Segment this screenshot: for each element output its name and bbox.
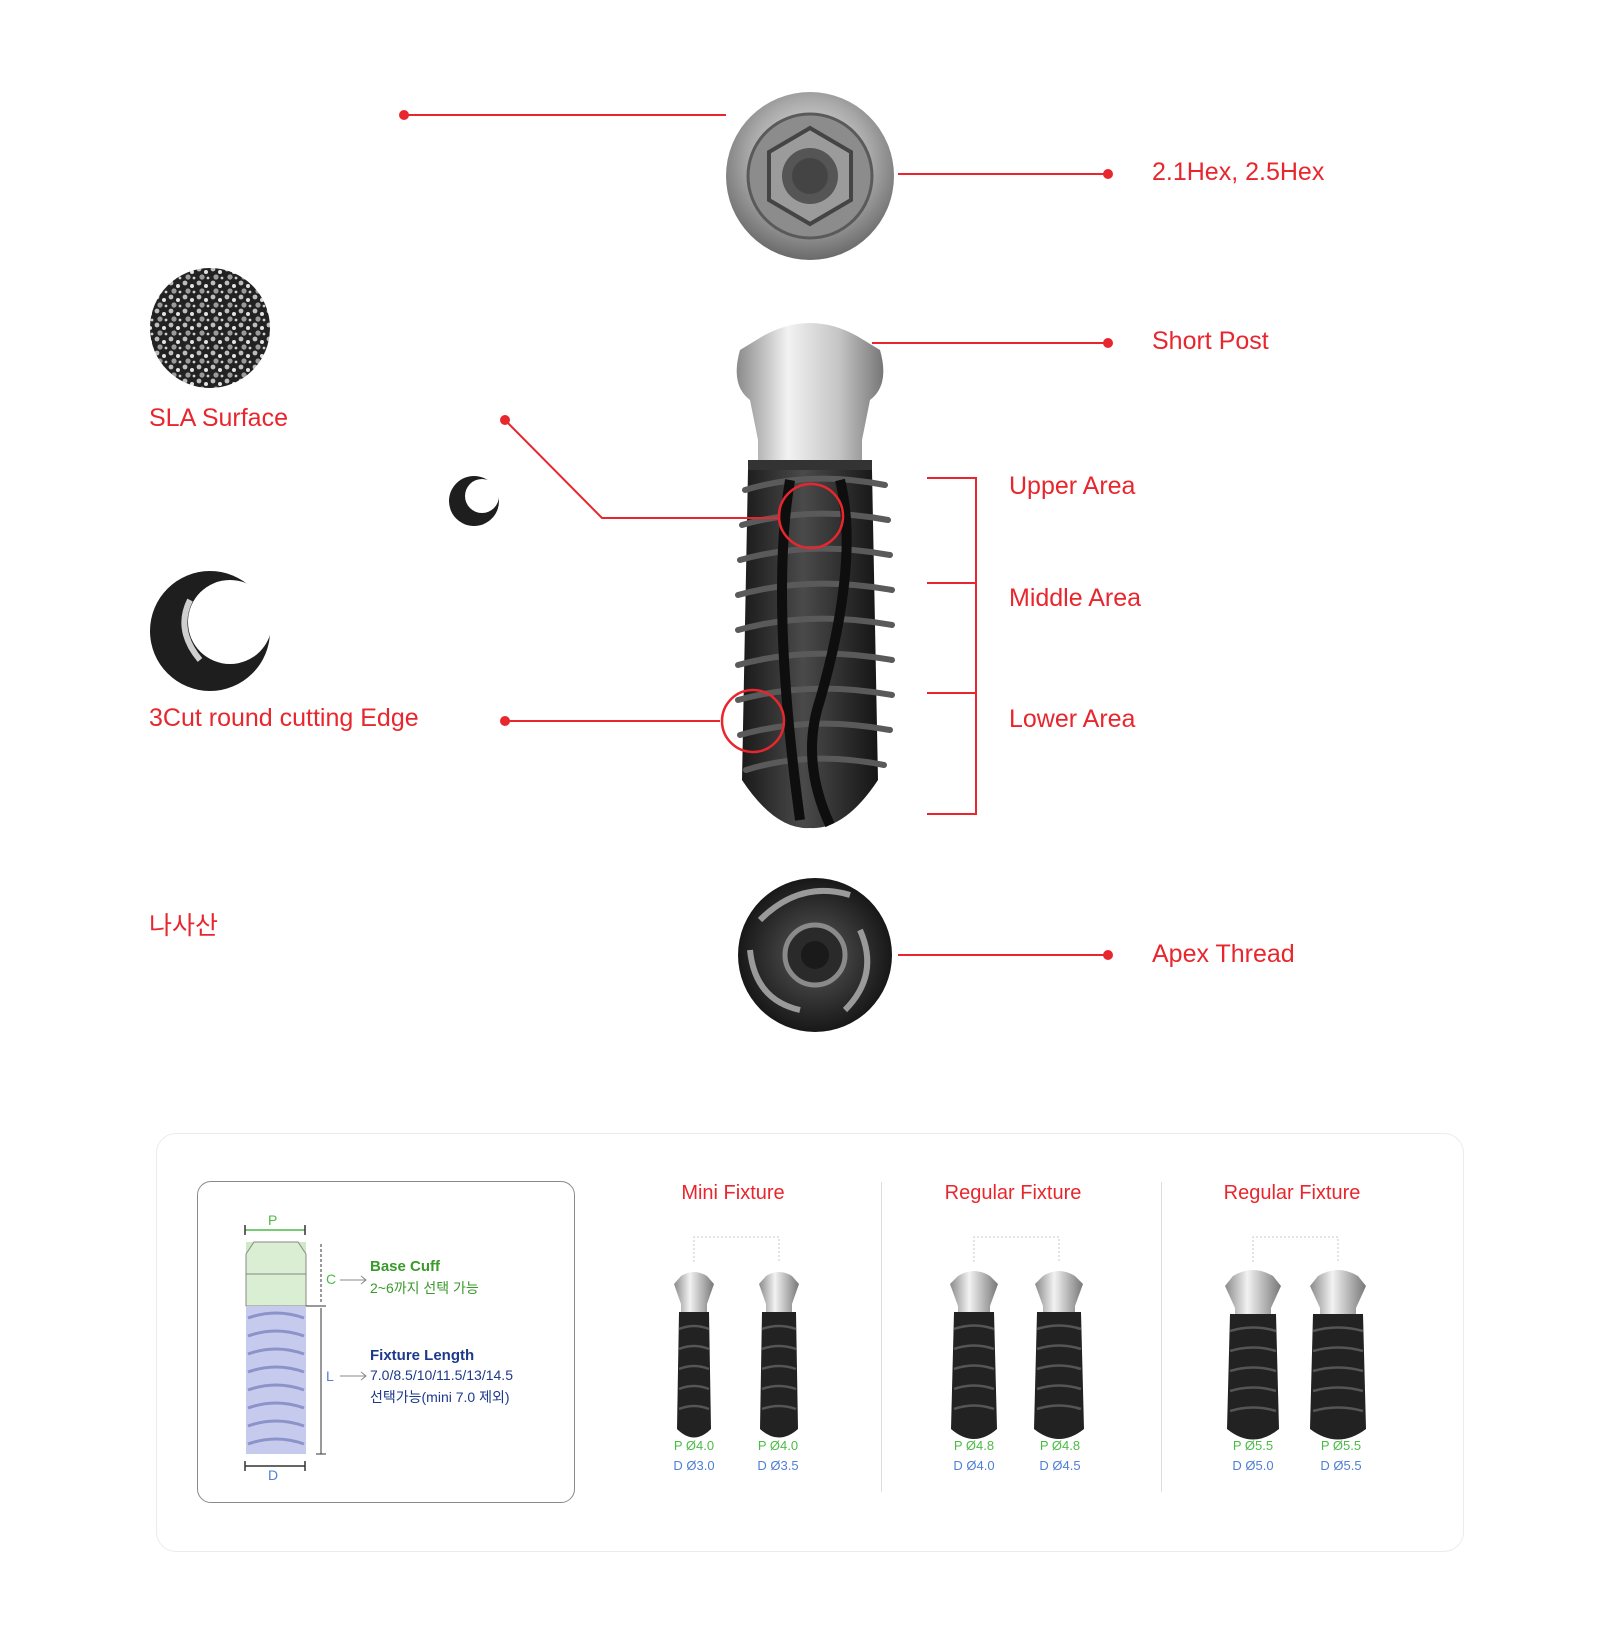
c-dim-label: C: [326, 1271, 337, 1287]
fixture-mini-2: [759, 1272, 799, 1438]
fixture-regular-2: [1034, 1271, 1084, 1439]
middle-area-label: Middle Area: [1009, 584, 1142, 612]
implant-side-view: [735, 323, 895, 829]
platform-diameter: P Ø4.0: [673, 1438, 715, 1453]
group-divider: [881, 1182, 882, 1492]
platform-diameter: P Ø4.0: [757, 1438, 799, 1453]
d-dim-label: D: [268, 1467, 279, 1483]
hex-label: 2.1Hex, 2.5Hex: [1152, 158, 1325, 186]
body-diameter: D Ø3.0: [673, 1458, 715, 1473]
body-diameter: D Ø5.5: [1320, 1458, 1362, 1473]
fixture-mini-1: [674, 1272, 714, 1438]
fixture-regular-1: [950, 1271, 998, 1439]
cutting-edge-small-icon: [449, 476, 499, 526]
group-title-regular-1: Regular Fixture: [944, 1182, 1082, 1204]
sla-surface-image: [150, 268, 270, 388]
body-diameter: D Ø4.5: [1039, 1458, 1081, 1473]
apex-thread-label: Apex Thread: [1152, 940, 1295, 968]
platform-diameter: P Ø5.5: [1232, 1438, 1274, 1453]
fixture-thumbnails: [674, 1236, 1366, 1440]
spec-box: P C L D Base Cuff 2~6까지 선택 가능 Fixture Le…: [197, 1181, 575, 1503]
spec-drawing: [244, 1225, 367, 1471]
fixture-panel: P C L D Base Cuff 2~6까지 선택 가능 Fixture Le…: [156, 1133, 1464, 1552]
base-cuff-desc: 2~6까지 선택 가능: [370, 1280, 479, 1296]
base-cuff-title: Base Cuff: [370, 1258, 441, 1275]
callout-lines: [404, 114, 1108, 956]
l-dim-label: L: [326, 1368, 334, 1384]
fixture-length-title: Fixture Length: [370, 1347, 475, 1364]
body-diameter: D Ø5.0: [1232, 1458, 1274, 1473]
size-label: P Ø4.0 D Ø3.5: [743, 1436, 813, 1476]
platform-diameter: P Ø4.8: [1039, 1438, 1081, 1453]
body-diameter: D Ø4.0: [953, 1458, 995, 1473]
cutting-edge-large-icon: [150, 571, 272, 691]
sla-surface-label: SLA Surface: [149, 404, 288, 432]
size-label: P Ø4.8 D Ø4.5: [1025, 1436, 1095, 1476]
size-label: P Ø5.5 D Ø5.0: [1218, 1436, 1288, 1476]
size-label: P Ø4.0 D Ø3.0: [659, 1436, 729, 1476]
apex-bottom-view: [738, 878, 892, 1032]
callout-dots: [399, 110, 1113, 960]
upper-area-label: Upper Area: [1009, 472, 1136, 500]
fixture-large-1: [1225, 1270, 1281, 1440]
implant-diagram: [150, 92, 1113, 1032]
fixture-large-2: [1310, 1270, 1366, 1440]
cutting-edge-label: 3Cut round cutting Edge: [149, 704, 419, 732]
thread-kr-label: 나사산: [149, 912, 219, 940]
size-label: P Ø4.8 D Ø4.0: [939, 1436, 1009, 1476]
body-diameter: D Ø3.5: [757, 1458, 799, 1473]
hex-top-view: [726, 92, 894, 260]
p-dim-label: P: [268, 1212, 278, 1228]
short-post-label: Short Post: [1152, 327, 1269, 355]
platform-diameter: P Ø4.8: [953, 1438, 995, 1453]
fixture-length-note: 선택가능(mini 7.0 제외): [370, 1389, 510, 1405]
fixture-length-values: 7.0/8.5/10/11.5/13/14.5: [370, 1367, 513, 1383]
group-title-regular-2: Regular Fixture: [1223, 1182, 1361, 1204]
lower-area-label: Lower Area: [1009, 705, 1136, 733]
size-label: P Ø5.5 D Ø5.5: [1306, 1436, 1376, 1476]
group-title-mini: Mini Fixture: [681, 1182, 785, 1204]
platform-diameter: P Ø5.5: [1320, 1438, 1362, 1453]
group-divider: [1161, 1182, 1162, 1492]
